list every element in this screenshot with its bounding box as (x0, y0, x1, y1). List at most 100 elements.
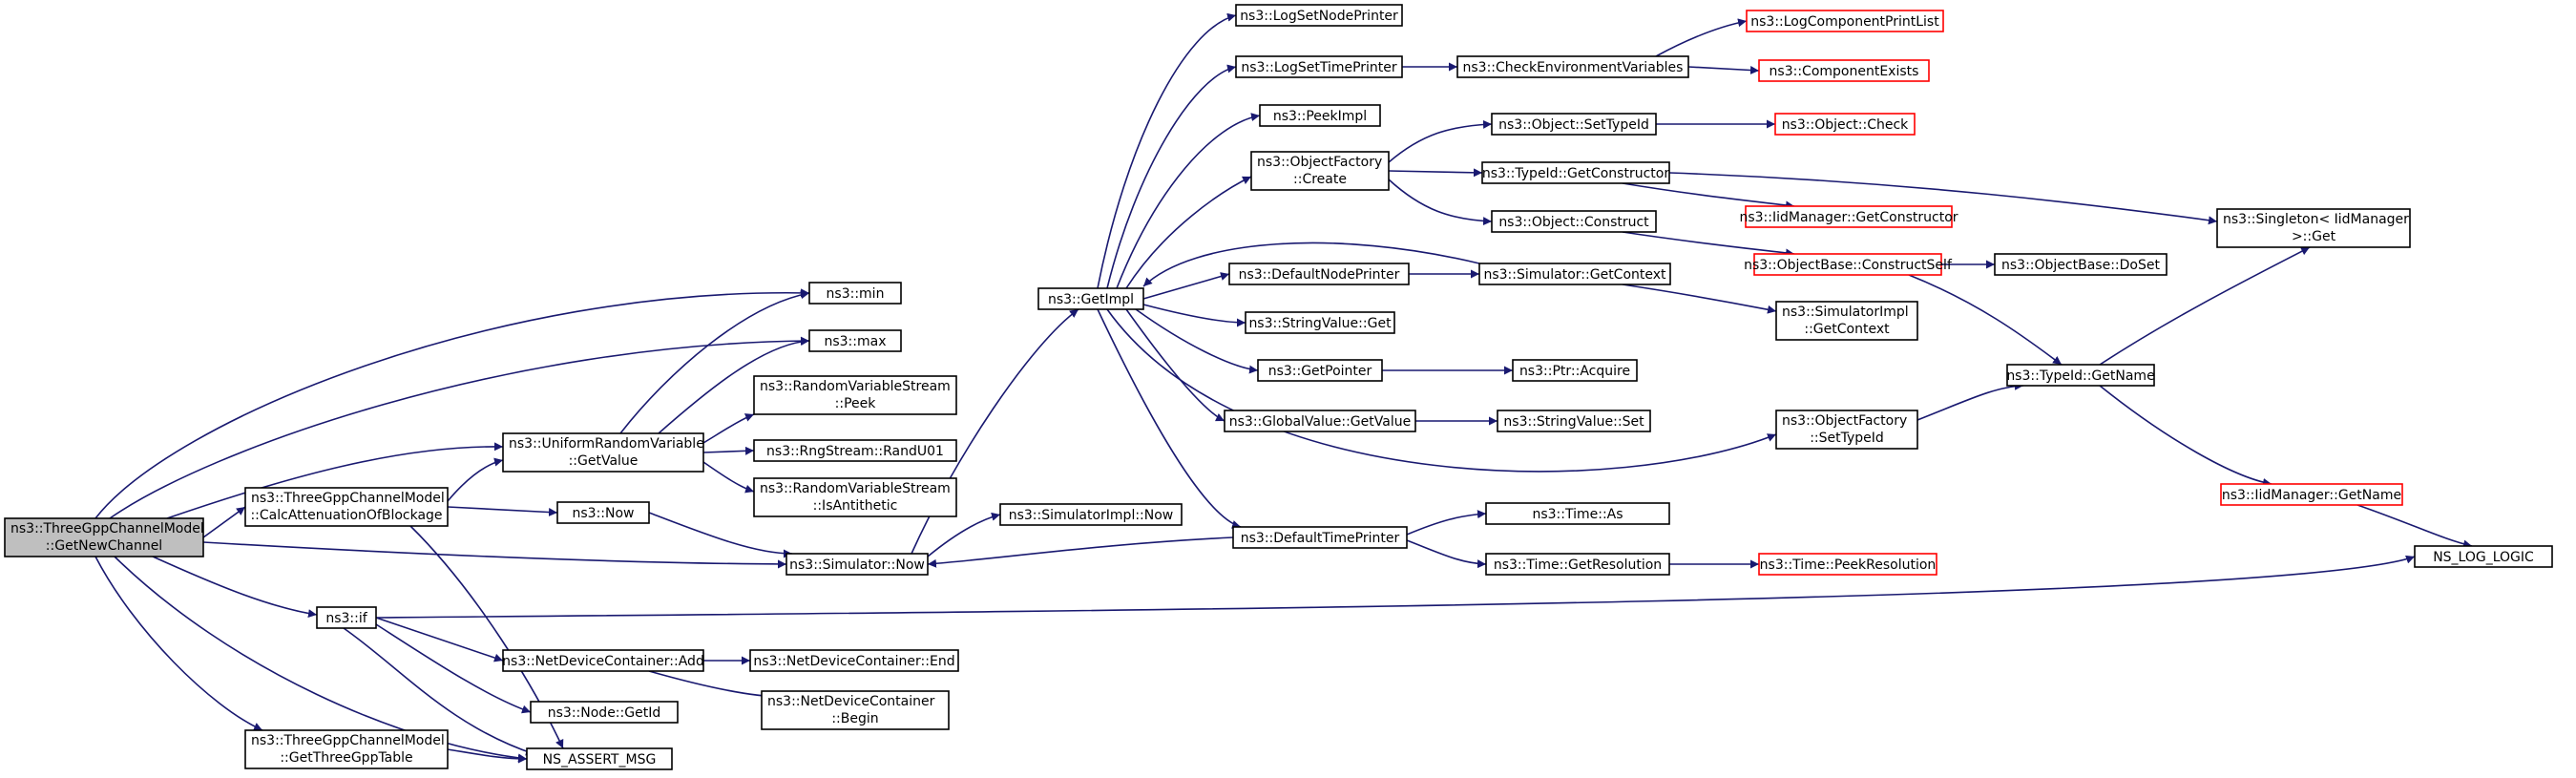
node-uniform_getvalue[interactable]: ns3::UniformRandomVariable::GetValue (502, 432, 704, 473)
node-box[interactable] (753, 477, 957, 517)
node-randu01[interactable]: ns3::RngStream::RandU01 (753, 439, 957, 462)
node-box[interactable] (753, 375, 957, 415)
node-box[interactable] (2220, 483, 2403, 506)
node-box[interactable] (502, 649, 704, 672)
node-box[interactable] (4, 517, 204, 557)
node-time_getresolution[interactable]: ns3::Time::GetResolution (1485, 553, 1670, 576)
node-simulator_now[interactable]: ns3::Simulator::Now (785, 553, 929, 576)
node-ptr_acquire[interactable]: ns3::Ptr::Acquire (1512, 359, 1638, 382)
node-box[interactable] (1228, 263, 1410, 285)
node-box[interactable] (761, 690, 950, 730)
node-stringvalue_get[interactable]: ns3::StringValue::Get (1245, 311, 1395, 334)
node-box[interactable] (749, 649, 959, 672)
node-typeid_getconstructor[interactable]: ns3::TypeId::GetConstructor (1481, 161, 1670, 184)
node-ndc_add[interactable]: ns3::NetDeviceContainer::Add (502, 649, 704, 672)
node-getthreegpptable[interactable]: ns3::ThreeGppChannelModel::GetThreeGppTa… (244, 729, 449, 769)
node-box[interactable] (502, 432, 704, 473)
node-box[interactable] (753, 439, 957, 462)
node-box[interactable] (1758, 553, 1937, 576)
node-now[interactable]: ns3::Now (556, 501, 650, 524)
node-object_check[interactable]: ns3::Object::Check (1774, 113, 1916, 136)
node-box[interactable] (1753, 253, 1942, 276)
node-logsettimeprinter[interactable]: ns3::LogSetTimePrinter (1235, 55, 1403, 78)
node-box[interactable] (1775, 301, 1918, 341)
node-box[interactable] (1037, 287, 1144, 310)
node-box[interactable] (999, 503, 1183, 526)
node-simimpl_now[interactable]: ns3::SimulatorImpl::Now (999, 503, 1183, 526)
node-box[interactable] (530, 701, 679, 724)
node-object_construct[interactable]: ns3::Object::Construct (1491, 210, 1657, 233)
node-box[interactable] (526, 747, 673, 770)
node-iidmanager_getname[interactable]: ns3::IidManager::GetName (2220, 483, 2403, 506)
node-getimpl[interactable]: ns3::GetImpl (1037, 287, 1144, 310)
node-box[interactable] (556, 501, 650, 524)
node-box[interactable] (808, 329, 902, 352)
node-box[interactable] (1235, 55, 1403, 78)
node-box[interactable] (1745, 205, 1953, 228)
node-box[interactable] (2216, 208, 2411, 248)
node-box[interactable] (1774, 113, 1916, 136)
node-time_as[interactable]: ns3::Time::As (1485, 502, 1670, 525)
node-ns_log_logic[interactable]: NS_LOG_LOGIC (2414, 545, 2553, 568)
node-box[interactable] (1224, 410, 1416, 432)
node-box[interactable] (1775, 410, 1918, 450)
node-box[interactable] (1259, 104, 1381, 127)
node-box[interactable] (1491, 210, 1657, 233)
node-box[interactable] (1232, 526, 1408, 549)
node-getnewchannel[interactable]: ns3::ThreeGppChannelModel::GetNewChannel (4, 517, 204, 557)
node-box[interactable] (1994, 253, 2168, 276)
node-defaultnodeprinter[interactable]: ns3::DefaultNodePrinter (1228, 263, 1410, 285)
node-box[interactable] (1485, 502, 1670, 525)
node-objfactory_settypeid[interactable]: ns3::ObjectFactory::SetTypeId (1775, 410, 1918, 450)
node-box[interactable] (244, 487, 449, 527)
node-box[interactable] (1758, 59, 1930, 82)
node-iidmanager_getconstructor[interactable]: ns3::IidManager::GetConstructor (1739, 205, 1958, 228)
node-logcomponentprintlist[interactable]: ns3::LogComponentPrintList (1746, 10, 1944, 32)
node-rvs_peek[interactable]: ns3::RandomVariableStream::Peek (753, 375, 957, 415)
node-componentexists[interactable]: ns3::ComponentExists (1758, 59, 1930, 82)
node-objectbase_doset[interactable]: ns3::ObjectBase::DoSet (1994, 253, 2168, 276)
node-getpointer[interactable]: ns3::GetPointer (1257, 359, 1383, 382)
node-box[interactable] (2006, 364, 2155, 387)
node-box[interactable] (316, 606, 377, 629)
node-box[interactable] (1481, 161, 1670, 184)
node-box[interactable] (1456, 55, 1689, 78)
node-typeid_getname[interactable]: ns3::TypeId::GetName (2006, 364, 2155, 387)
node-objfactory_create[interactable]: ns3::ObjectFactory::Create (1250, 151, 1390, 191)
node-time_peekresolution[interactable]: ns3::Time::PeekResolution (1758, 553, 1937, 576)
node-globalvalue_getvalue[interactable]: ns3::GlobalValue::GetValue (1224, 410, 1416, 432)
node-max[interactable]: ns3::max (808, 329, 902, 352)
node-box[interactable] (808, 282, 902, 305)
node-peekimpl[interactable]: ns3::PeekImpl (1259, 104, 1381, 127)
node-box[interactable] (1235, 4, 1403, 27)
node-node_getid[interactable]: ns3::Node::GetId (530, 701, 679, 724)
node-simimpl_getcontext[interactable]: ns3::SimulatorImpl::GetContext (1775, 301, 1918, 341)
node-ns_assert_msg[interactable]: NS_ASSERT_MSG (526, 747, 673, 770)
node-min[interactable]: ns3::min (808, 282, 902, 305)
node-if[interactable]: ns3::if (316, 606, 377, 629)
node-box[interactable] (1478, 263, 1671, 285)
node-simulator_getcontext[interactable]: ns3::Simulator::GetContext (1478, 263, 1671, 285)
node-box[interactable] (1491, 113, 1657, 136)
node-objectbase_constructself[interactable]: ns3::ObjectBase::ConstructSelf (1744, 253, 1953, 276)
node-singleton_get[interactable]: ns3::Singleton< IidManager >::Get (2216, 208, 2411, 248)
node-box[interactable] (1250, 151, 1390, 191)
node-object_settypeid[interactable]: ns3::Object::SetTypeId (1491, 113, 1657, 136)
node-isantithetic[interactable]: ns3::RandomVariableStream::IsAntithetic (753, 477, 957, 517)
node-box[interactable] (785, 553, 929, 576)
node-logsetnodeprinter[interactable]: ns3::LogSetNodePrinter (1235, 4, 1403, 27)
node-box[interactable] (244, 729, 449, 769)
node-box[interactable] (1497, 410, 1651, 432)
node-box[interactable] (1746, 10, 1944, 32)
node-defaulttimeprinter[interactable]: ns3::DefaultTimePrinter (1232, 526, 1408, 549)
node-box[interactable] (1245, 311, 1395, 334)
node-checkenvvars[interactable]: ns3::CheckEnvironmentVariables (1456, 55, 1689, 78)
node-box[interactable] (1512, 359, 1638, 382)
node-stringvalue_set[interactable]: ns3::StringValue::Set (1497, 410, 1651, 432)
node-box[interactable] (2414, 545, 2553, 568)
node-ndc_begin[interactable]: ns3::NetDeviceContainer::Begin (761, 690, 950, 730)
node-ndc_end[interactable]: ns3::NetDeviceContainer::End (749, 649, 959, 672)
node-box[interactable] (1257, 359, 1383, 382)
node-box[interactable] (1485, 553, 1670, 576)
node-calcatten[interactable]: ns3::ThreeGppChannelModel::CalcAttenuati… (244, 487, 449, 527)
